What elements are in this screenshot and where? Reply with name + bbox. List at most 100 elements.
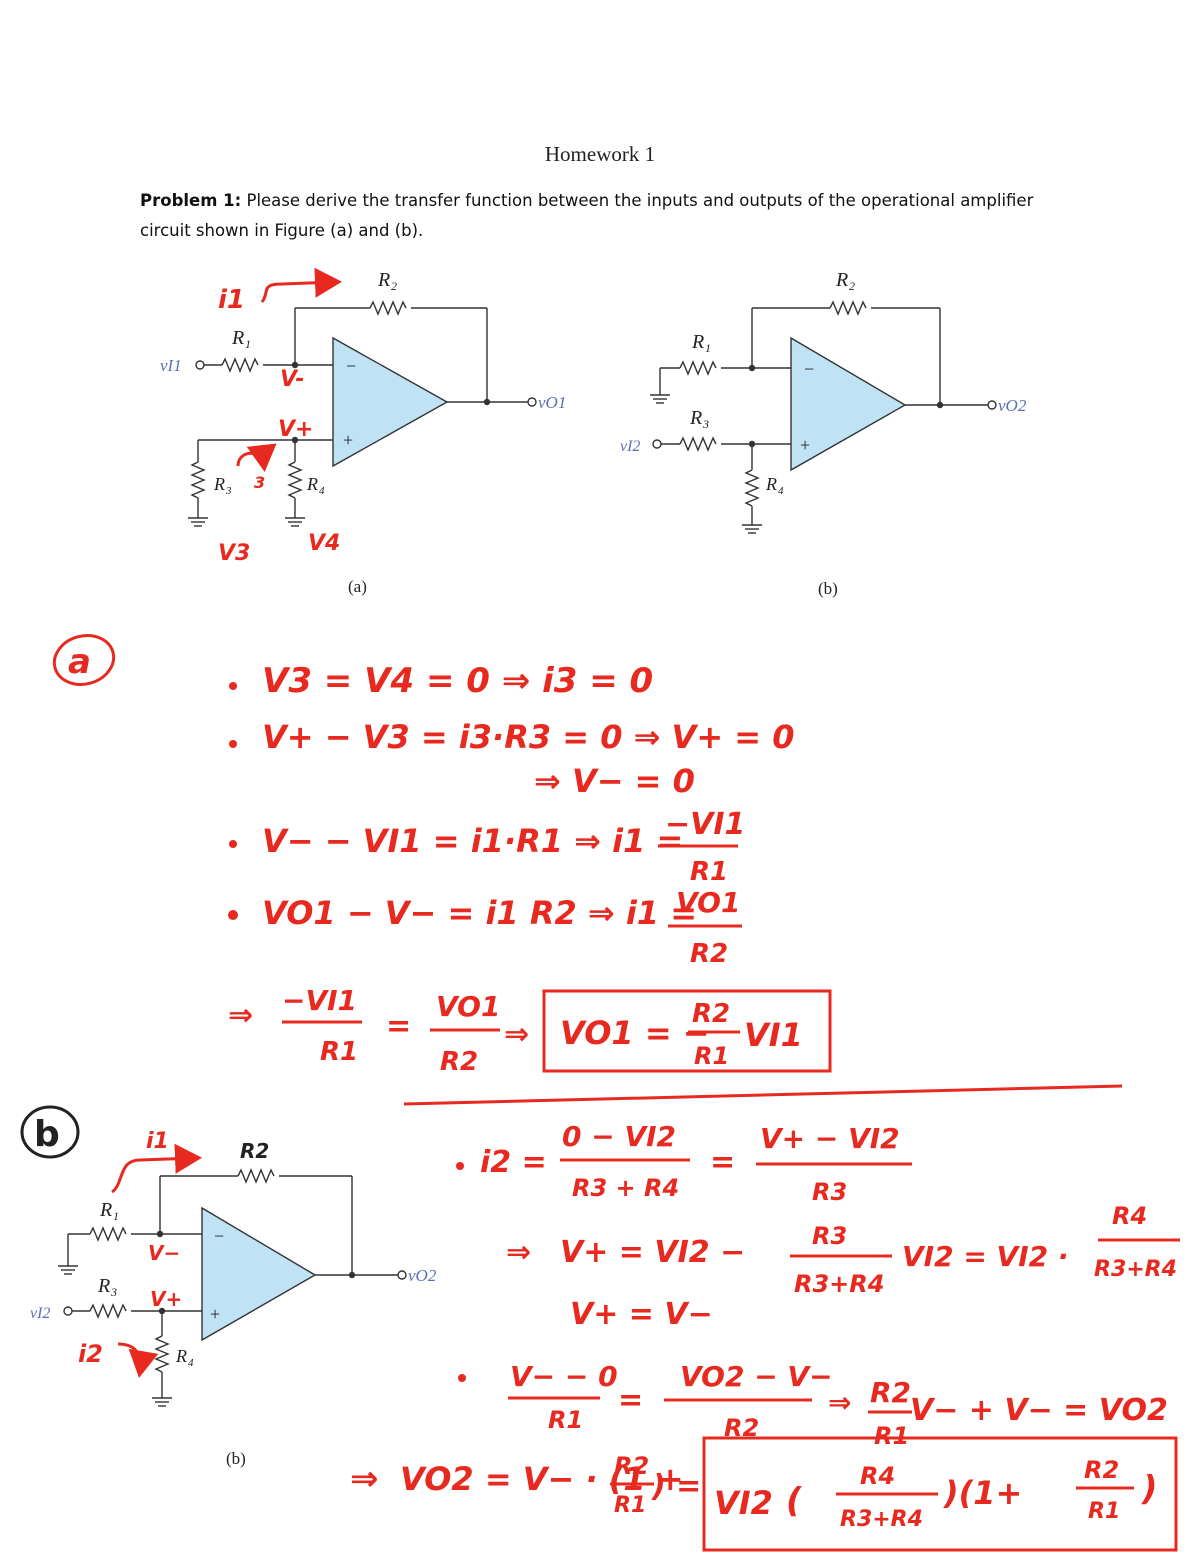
annot-vminus-a: V- [280,367,305,392]
svg-text:VO2 − V−: VO2 − V− [680,1360,833,1393]
svg-text:vO2: vO2 [408,1266,437,1285]
part-b-result: VI2 [714,1484,773,1522]
svg-text:R: R [97,1275,110,1297]
svg-text:V+: V+ [150,1287,182,1311]
svg-text:R3+R4: R3+R4 [840,1507,923,1532]
svg-text:−: − [214,1226,224,1246]
annot-i3-a: 3 [254,473,265,492]
circuit-figure-b-copy [58,1168,407,1407]
part-a-result: VO1 = − [560,1014,710,1052]
svg-text:⇒: ⇒ [504,1017,529,1052]
svg-text:R3+R4: R3+R4 [794,1270,884,1298]
annot-vplus-a: V+ [278,417,313,442]
svg-text:R3: R3 [812,1222,847,1250]
caption-figure-b-copy: (b) [226,1449,246,1468]
part-b-final: VO2 = V− · (1 + [400,1460,684,1498]
svg-text:): ) [1141,1469,1158,1509]
svg-text:R2: R2 [240,1139,269,1163]
figure-a-annotations: i1 V- V+ 3 V3 V4 [218,267,342,566]
input-terminal-vi1 [195,360,205,370]
svg-text:R1: R1 [1088,1499,1120,1524]
svg-text:1: 1 [113,1209,119,1223]
svg-text:2: 2 [849,279,855,293]
opamp-a [332,336,449,468]
svg-text:=: = [618,1383,643,1418]
svg-text:R4: R4 [1112,1202,1147,1230]
resistor-r1 [221,357,259,373]
part-b-marker: b [34,1114,60,1155]
part-b-implies: ⇒ [506,1235,531,1270]
annot-i1-a: i1 [218,285,245,315]
svg-text:1: 1 [245,337,251,351]
caption-figure-b: (b) [818,579,838,598]
solution-part-a: a V3 = V4 = 0 ⇒ i3 = 0 V+ − V3 = i3·R3 =… [52,634,1123,1106]
part-b-line2: V+ = VI2 − [560,1235,745,1270]
svg-text:i2: i2 [78,1340,103,1368]
circuit-figure-a [188,300,537,527]
separator-line [403,1084,1123,1106]
figure-b-copy-labels: R 1 R 3 R 4 vI2 vO2 − + (b) [30,1199,437,1468]
svg-text:⇒: ⇒ [350,1459,379,1499]
output-terminal-vo1 [527,397,537,407]
part-b-line3: V+ = V− [570,1297,713,1332]
svg-text:(: ( [786,1481,802,1521]
resistor-r3 [190,461,206,499]
problem-text: Please derive the transfer function betw… [140,191,1034,240]
solution-part-b: b i2 = 0 − VI2 R3 + R4 = V+ − VI2 R3 ⇒ V… [20,1105,1180,1552]
svg-text:−VI1: −VI1 [282,984,357,1017]
part-a-marker: a [68,642,91,682]
svg-text:−: − [804,359,814,379]
svg-text:R3+R4: R3+R4 [1094,1257,1177,1282]
resistor-r1-b [679,360,717,376]
svg-text:R2: R2 [440,1047,478,1077]
svg-text:R3: R3 [812,1178,847,1206]
svg-text:R2: R2 [1084,1456,1119,1484]
annot-v3-a: V3 [218,541,250,566]
label-vo2: vO2 [998,396,1027,415]
svg-text:R1: R1 [690,857,728,887]
svg-text:2: 2 [391,279,397,293]
label-r1-a: R [231,327,244,349]
svg-text:R: R [765,474,777,494]
svg-text:R1: R1 [548,1406,583,1434]
svg-text:V− − 0: V− − 0 [510,1360,618,1393]
part-a-line5: VO1 − V− = i1 R2 ⇒ i1 = [262,894,697,932]
svg-text:R3 + R4: R3 + R4 [572,1174,679,1202]
opamp-b [790,336,907,472]
svg-text:R4: R4 [860,1462,895,1490]
svg-text:R: R [175,1346,187,1366]
label-r4-a: R [306,474,318,494]
svg-text:4: 4 [778,485,784,497]
svg-text:R2: R2 [690,939,728,969]
svg-text:⇒: ⇒ [828,1386,851,1419]
figure-b-labels: R 1 R 2 R 3 R 4 vI2 vO2 − + (b) [620,269,1027,598]
svg-text:R: R [835,269,848,291]
svg-text:1: 1 [705,341,711,355]
part-a-implies: ⇒ [228,998,253,1033]
svg-text:−VI1: −VI1 [665,807,745,842]
svg-text:+: + [800,435,810,455]
caption-figure-a: (a) [348,577,367,596]
svg-text:i1: i1 [146,1129,169,1154]
svg-text:4: 4 [319,485,325,497]
document-title: Homework 1 [544,142,656,166]
svg-text:R2: R2 [614,1452,649,1480]
svg-text:R1: R1 [874,1422,909,1450]
label-vi2: vI2 [620,438,640,455]
svg-text:+: + [343,430,353,450]
label-vi1: vI1 [160,356,182,375]
input-terminal-vi2 [652,439,662,449]
problem-label: Problem 1: [140,191,242,210]
label-r3-a: R [213,474,225,494]
label-vo1: vO1 [538,393,566,412]
svg-text:=: = [710,1145,735,1180]
resistor-r3-b [679,436,717,452]
svg-text:3: 3 [225,485,232,497]
part-a-line1: V3 = V4 = 0 ⇒ i3 = 0 [262,661,653,701]
svg-text:V−: V− [148,1241,180,1265]
svg-text:4: 4 [188,1357,194,1369]
annot-v4-a: V4 [308,531,340,556]
part-b-line1: i2 = [480,1145,547,1180]
